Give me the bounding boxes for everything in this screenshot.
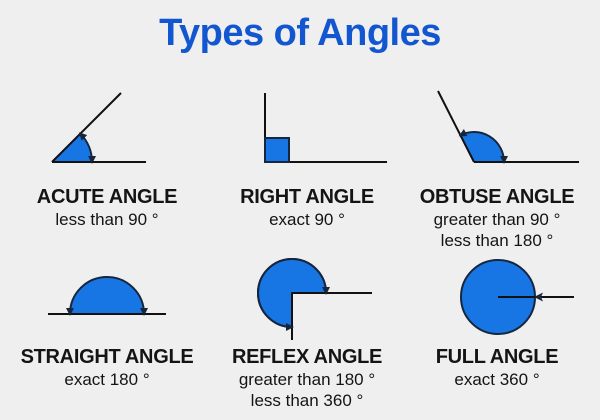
arrowhead [534,292,543,302]
slanted-ray [437,90,475,163]
card-subtitle: greater than 180 ° [238,370,376,389]
card-subtitle: less than 360 ° [250,391,364,411]
straight-angle-icon [48,276,166,316]
card-full-angle: FULL ANGLE exact 360 ° [397,346,597,389]
card-title: FULL ANGLE [435,346,559,368]
card-subtitle: greater than 90 ° [433,210,561,229]
angle-arc [66,276,148,316]
angle-arc [458,129,508,164]
semicircle-wedge [70,277,144,314]
full-angle-icon [460,259,574,335]
card-title: STRAIGHT ANGLE [20,346,194,368]
slanted-ray [51,92,122,163]
card-reflex-angle: REFLEX ANGLE greater than 180 ° less tha… [207,346,407,410]
obtuse-angle-icon [437,90,579,164]
card-title: REFLEX ANGLE [231,346,383,368]
card-title: RIGHT ANGLE [240,186,374,208]
card-subtitle: less than 90 ° [55,210,159,229]
card-title: OBTUSE ANGLE [419,186,575,208]
acute-angle-icon [51,92,146,164]
page-title: Types of Angles [159,12,441,54]
right-angle-icon [264,93,387,163]
card-subtitle: less than 180 ° [440,231,554,251]
angle-arc [257,258,330,331]
card-straight-angle: STRAIGHT ANGLE exact 180 ° [7,346,207,389]
card-subtitle: exact 360 ° [454,370,540,389]
card-right-angle: RIGHT ANGLE exact 90 ° [207,186,407,229]
card-subtitle: exact 90 ° [269,210,345,229]
card-subtitle: exact 180 ° [64,370,150,389]
card-acute-angle: ACUTE ANGLE less than 90 ° [7,186,207,229]
angle-wedge [52,133,93,162]
right-angle-square [264,137,290,163]
card-title: ACUTE ANGLE [36,186,178,208]
reflex-angle-icon [257,258,372,340]
card-obtuse-angle: OBTUSE ANGLE greater than 90 ° less than… [397,186,597,250]
angle-arc [78,132,97,164]
